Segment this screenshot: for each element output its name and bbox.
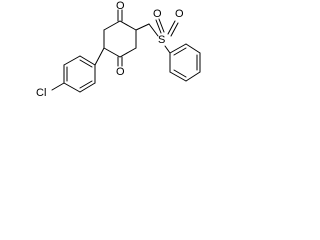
methylene-linker [135, 23, 159, 37]
chlorophenyl-ring [63, 55, 96, 93]
sulfonyl-group: S O O [153, 8, 184, 54]
chlorine-label: Cl [36, 87, 46, 99]
sulfonyl-oxygen-left-label: O [153, 8, 162, 20]
cyclohexanedione-ring [94, 20, 137, 66]
chlorine-substituent: Cl [36, 82, 65, 99]
carbonyl-top: O [116, 0, 125, 22]
sulfur-label: S [158, 34, 165, 46]
chemical-structure: Cl O O S O O [36, 0, 201, 99]
sulfonyl-oxygen-right-label: O [175, 8, 184, 20]
carbonyl-bottom: O [116, 56, 125, 78]
carbonyl-oxygen-top-label: O [116, 0, 125, 12]
phenyl-ring [169, 43, 201, 82]
carbonyl-oxygen-bottom-label: O [116, 66, 125, 78]
